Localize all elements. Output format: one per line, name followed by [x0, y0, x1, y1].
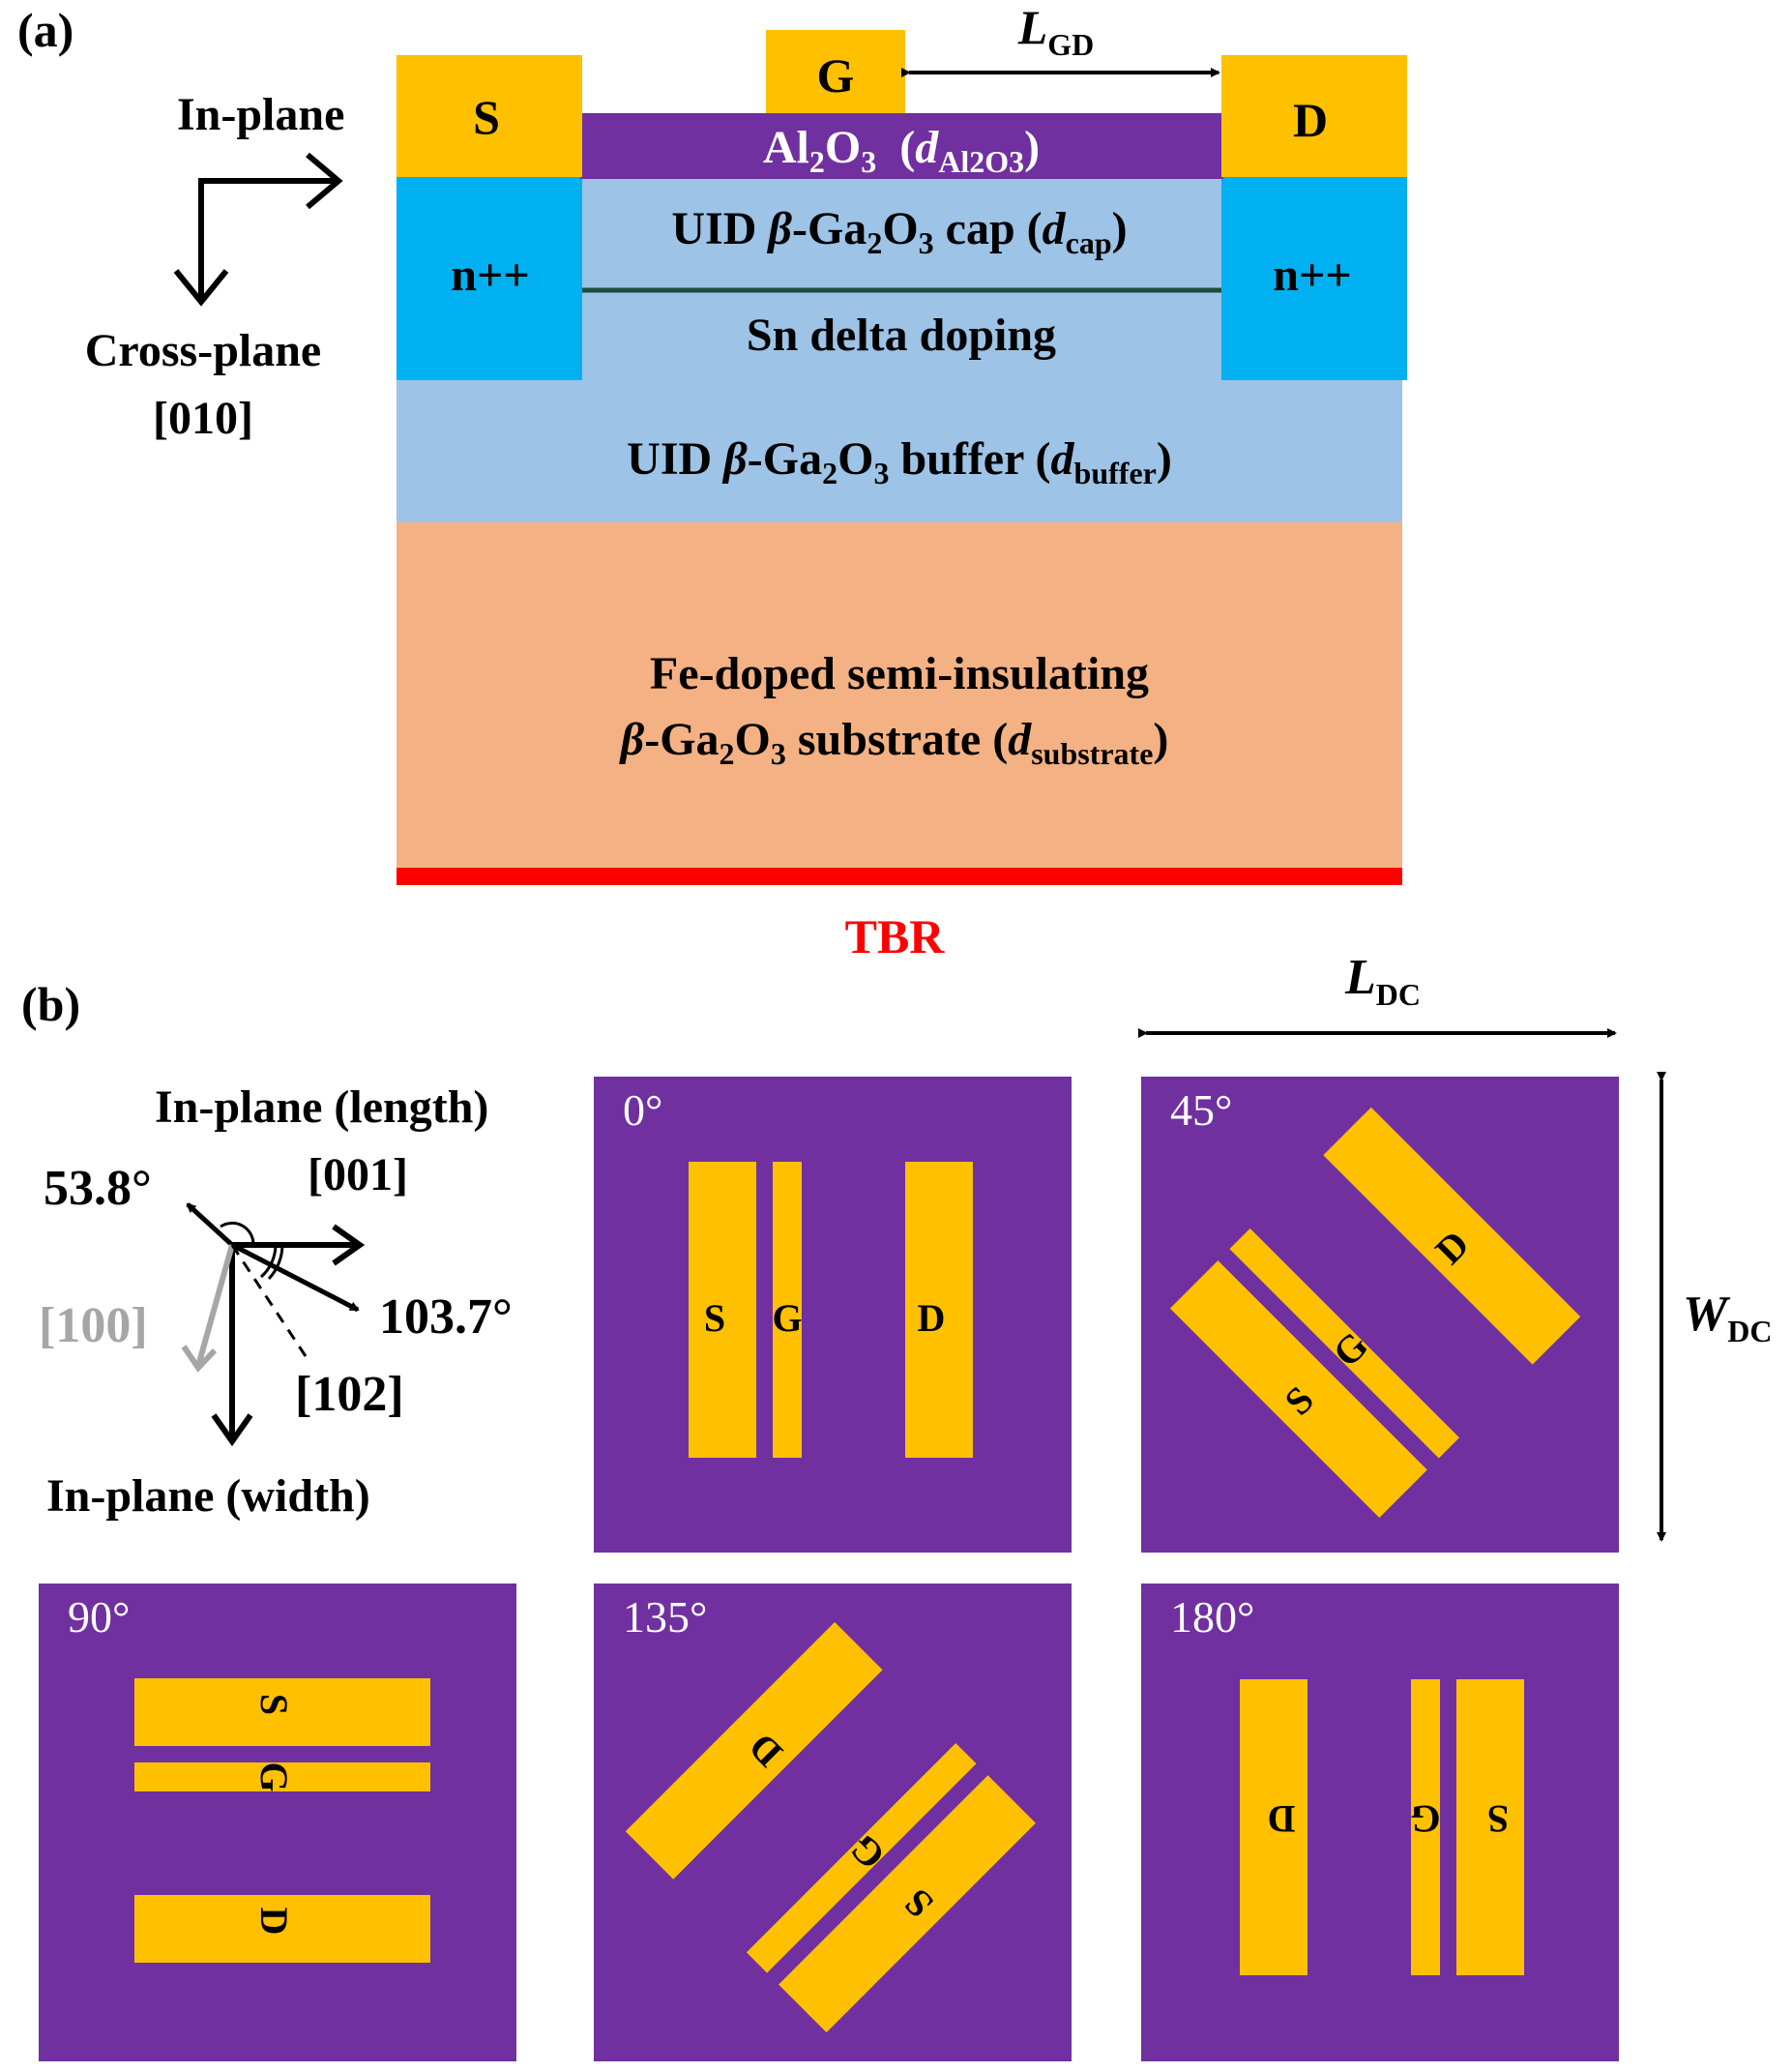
- substrate-layer: [397, 520, 1402, 871]
- panel-b-label: (b): [21, 977, 80, 1031]
- drain-letter: D: [1268, 1797, 1296, 1841]
- source-electrode: [689, 1162, 756, 1458]
- drain-electrode: [1240, 1679, 1307, 1975]
- tile-background: [1141, 1584, 1619, 2061]
- drain-electrode: [905, 1162, 973, 1458]
- cap-layer: [580, 177, 1223, 380]
- angle-103-label: 103.7°: [379, 1289, 513, 1345]
- angle-arc-inner: [259, 1244, 278, 1279]
- dir-102-label: [102]: [295, 1367, 404, 1422]
- drain-letter: D: [918, 1296, 946, 1340]
- tile-background: [39, 1584, 516, 2061]
- tile-angle-label: 0°: [623, 1085, 662, 1135]
- electrode-group: SGD: [1169, 1107, 1581, 1519]
- gate-letter: G: [252, 1761, 296, 1791]
- source-letter: S: [1487, 1797, 1509, 1841]
- source-letter: S: [252, 1694, 296, 1715]
- angle-103-arrow: [230, 1242, 360, 1313]
- orientation-tile: 45°SGD: [1141, 1077, 1619, 1553]
- gate-electrode: [1229, 1228, 1460, 1459]
- electrode-group: SGD: [625, 1621, 1037, 2033]
- cross-plane-direction: [010]: [153, 393, 253, 444]
- drain-electrode: [625, 1621, 883, 1880]
- angle-53-label: 53.8°: [44, 1161, 152, 1216]
- angle-53-arrow: [186, 1202, 234, 1247]
- al2o3-layer: [580, 113, 1223, 179]
- gate-electrode: [1411, 1679, 1440, 1975]
- source-letter: S: [704, 1296, 725, 1340]
- in-plane-arrow-head: [306, 152, 343, 210]
- wdc-label: WDC: [1683, 1287, 1772, 1348]
- source-electrode: [1169, 1260, 1427, 1519]
- n-plus-left-label: n++: [451, 250, 529, 301]
- cap-label: UID β-Ga2O3 cap (dcap): [671, 203, 1127, 260]
- dir-100-arrow: [195, 1244, 235, 1367]
- drain-label: D: [1293, 93, 1328, 147]
- tile-angle-label: 45°: [1170, 1085, 1232, 1135]
- al2o3-label: Al2O3 (dAl2O3): [763, 122, 1040, 179]
- source-electrode: [1456, 1679, 1524, 1975]
- n-plus-left: [397, 177, 582, 380]
- substrate-label-line2: β-Ga2O3 substrate (dsubstrate): [619, 714, 1169, 771]
- drain-electrode: [134, 1895, 430, 1963]
- tile-angle-label: 180°: [1170, 1592, 1254, 1642]
- dir-100-arrow-head: [181, 1345, 218, 1373]
- gate-contact: [766, 30, 905, 113]
- tile-angle-label: 90°: [68, 1592, 130, 1642]
- dir-100-label: [100]: [39, 1298, 148, 1353]
- n-plus-right-label: n++: [1273, 250, 1351, 301]
- source-label: S: [473, 90, 500, 144]
- source-electrode: [134, 1678, 430, 1746]
- dir-001-label: [001]: [308, 1149, 408, 1200]
- source-electrode: [778, 1775, 1037, 2033]
- tbr-line: [397, 868, 1402, 885]
- orientation-tile: 90° S G D: [39, 1584, 516, 2061]
- buffer-layer: [397, 377, 1402, 522]
- tile-angle-label: 135°: [623, 1592, 707, 1642]
- orientation-tile: 135°SGD: [594, 1584, 1072, 2061]
- drain-electrode: [1323, 1107, 1581, 1365]
- length-axis-arrow-head: [332, 1224, 366, 1266]
- source-contact: [397, 55, 582, 177]
- gate-letter: G: [1410, 1797, 1440, 1841]
- width-axis-arrow-head: [211, 1413, 253, 1447]
- gate-electrode: [134, 1762, 430, 1791]
- buffer-label: UID β-Ga2O3 buffer (dbuffer): [627, 433, 1172, 490]
- gate-electrode: [773, 1162, 802, 1458]
- gate-electrode: [746, 1742, 977, 1973]
- orientation-tile: 180° S G D: [1141, 1584, 1619, 2061]
- cross-plane-arrow-head: [173, 269, 229, 307]
- electrode-group: SGD: [1240, 1679, 1524, 1975]
- panel-a-label: (a): [17, 3, 73, 57]
- n-plus-right: [1221, 177, 1407, 380]
- angle-arc-medium: [267, 1244, 284, 1281]
- electrode-group: S G D: [134, 1678, 430, 1963]
- cross-plane-label: Cross-plane: [85, 325, 321, 376]
- tile-background: [594, 1077, 1072, 1553]
- drain-contact: [1221, 55, 1407, 177]
- in-plane-length-label: In-plane (length): [155, 1081, 488, 1133]
- dir-102-dashed-line: [230, 1244, 308, 1357]
- orientation-tile: 0° S G D: [594, 1077, 1072, 1553]
- ldc-label: LDC: [1344, 950, 1421, 1012]
- lgd-label: LGD: [1017, 0, 1095, 62]
- in-plane-width-label: In-plane (width): [46, 1470, 370, 1522]
- delta-doping-label: Sn delta doping: [747, 310, 1056, 361]
- drain-letter: D: [252, 1908, 296, 1936]
- substrate-label-line1: Fe-doped semi-insulating: [650, 648, 1149, 699]
- in-plane-label: In-plane: [177, 89, 344, 140]
- angle-arc-small: [220, 1221, 255, 1246]
- tbr-label: TBR: [845, 909, 946, 963]
- gate-label: G: [817, 48, 855, 103]
- gate-letter: G: [772, 1296, 802, 1340]
